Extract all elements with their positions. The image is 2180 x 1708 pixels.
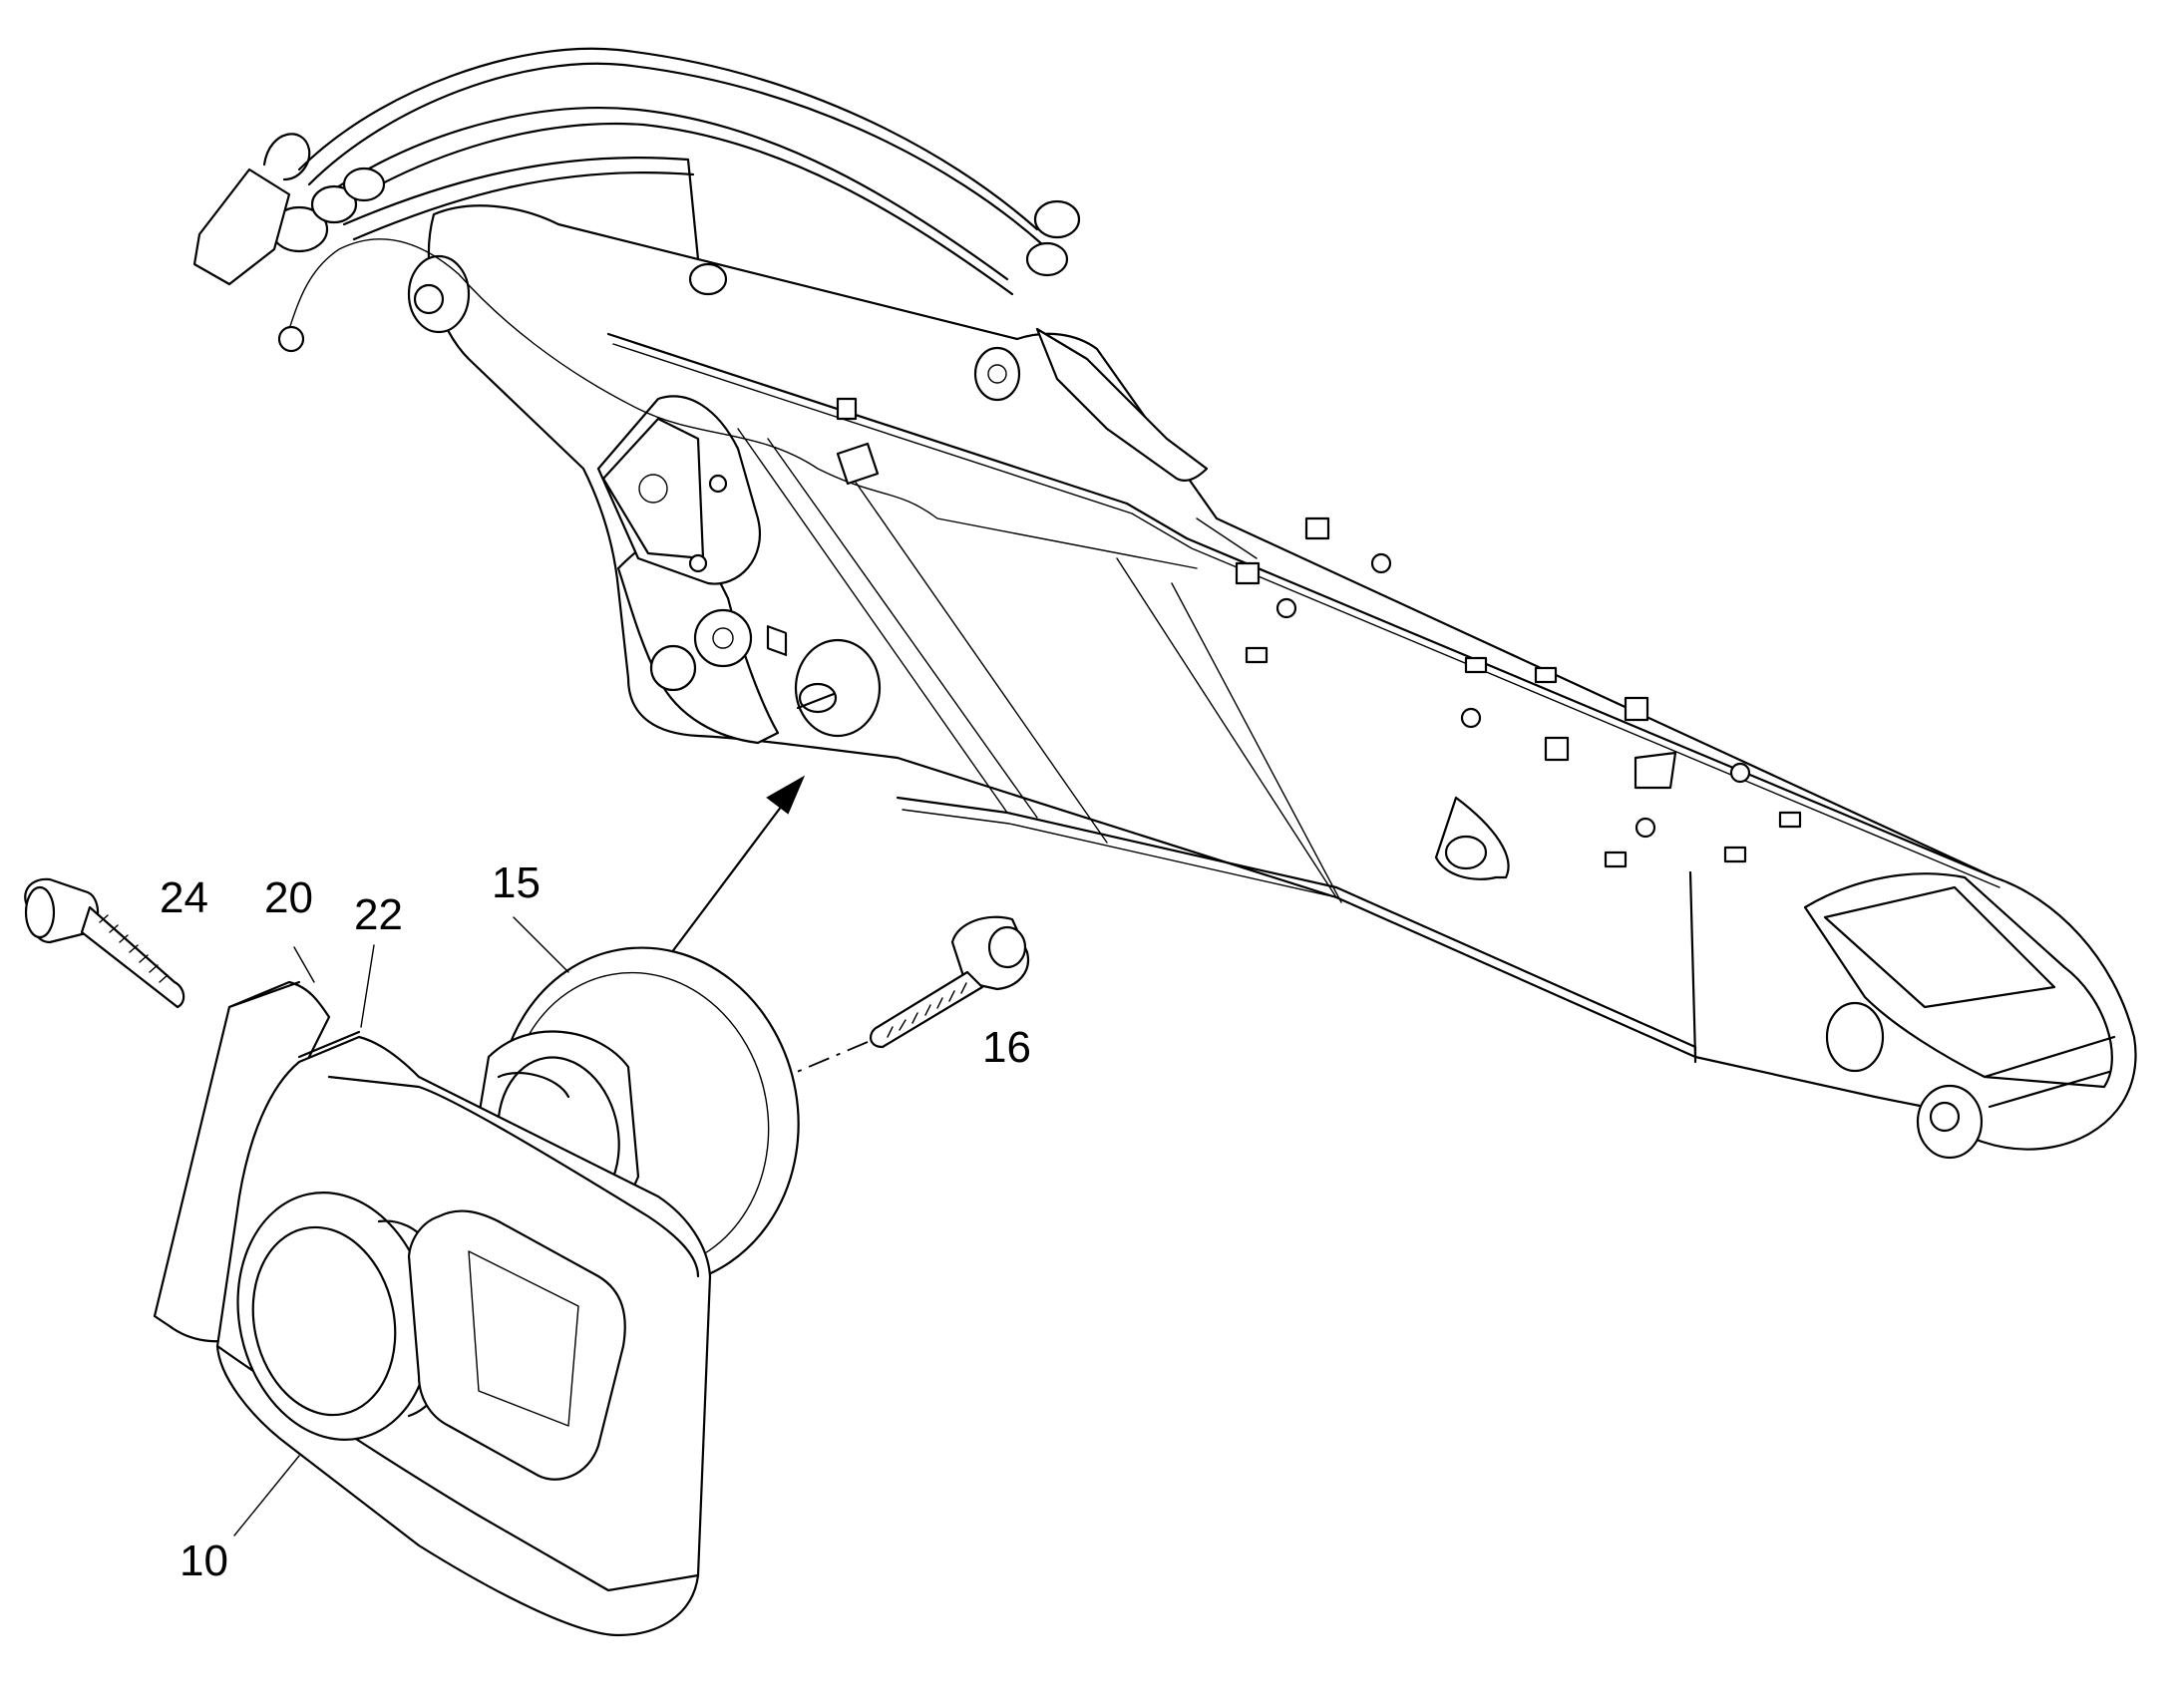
- clamp-7: [1245, 646, 1269, 664]
- clamp-12: [1534, 666, 1558, 684]
- boom-nose-cross-tube: [1983, 1035, 2116, 1109]
- hose-coupling-2: [1025, 241, 1069, 277]
- clamp-3: [1304, 516, 1330, 540]
- boom-seam-2: [767, 438, 1038, 819]
- sensor-plug: [277, 325, 305, 353]
- clamp-2: [836, 397, 858, 421]
- hose-coupling-5: [310, 184, 358, 224]
- arrow-shaft: [666, 796, 790, 959]
- clamp-8: [1604, 851, 1628, 868]
- hydraulic-hose-2: [307, 62, 1044, 246]
- clamp-16: [1635, 817, 1656, 839]
- block-10-bore-inner: [251, 1225, 397, 1417]
- part-16-bolt: [870, 915, 1030, 1049]
- clamp-13: [1460, 707, 1482, 729]
- clamp-17: [1729, 762, 1751, 784]
- boom-seam-4: [1116, 557, 1337, 898]
- sensor-connector: [836, 442, 880, 486]
- bolt-16-head-face: [987, 925, 1027, 969]
- arm-cylinder-bracket: [1035, 327, 1209, 483]
- callout-20: 20: [264, 873, 313, 922]
- leader-15: [513, 916, 569, 973]
- boom-seam-3: [842, 463, 1108, 844]
- hydraulic-hose-3: [317, 107, 1009, 281]
- hose-clamp-brackets: [766, 397, 1802, 868]
- foot-pin-hole: [649, 644, 697, 692]
- clamp-4: [1235, 561, 1261, 585]
- boom-seam-7: [1196, 517, 1258, 559]
- part-24-bolt: [24, 877, 185, 1009]
- clamp-11: [1464, 656, 1488, 674]
- hose-coupling-6: [342, 167, 386, 202]
- valve-handle: [262, 133, 311, 181]
- boom-seam-1: [737, 428, 1008, 814]
- clamp-10: [1778, 811, 1802, 829]
- assembly-direction-arrow: [666, 775, 806, 959]
- callout-24: 24: [160, 873, 208, 922]
- boom-top-edge: [606, 332, 1997, 879]
- lifting-eye-hole: [1444, 835, 1488, 870]
- foot-pin-boss: [693, 608, 753, 668]
- bolt-16-thread: [887, 982, 967, 1038]
- callout-16: 16: [982, 1023, 1031, 1072]
- boom-nose-pin-left: [1825, 1001, 1885, 1073]
- sensor-cable: [288, 238, 1198, 569]
- mount-bracket-bolt-1: [708, 474, 728, 494]
- boom-seam-6: [1688, 870, 1697, 1059]
- hydraulic-hose-6: [352, 171, 695, 241]
- hose-coupling-1: [1033, 199, 1081, 239]
- boom-seam-5: [1171, 582, 1342, 903]
- clamp-15: [1370, 552, 1392, 574]
- mount-bracket-face: [601, 417, 705, 560]
- clamp-6: [1544, 736, 1570, 762]
- leader-22: [360, 944, 375, 1028]
- block-10-window: [407, 1209, 626, 1481]
- bolt-24-head-face: [24, 885, 56, 939]
- flange-15-hub-edge: [497, 1072, 570, 1099]
- leader-10: [233, 1455, 300, 1537]
- clamp-14: [1275, 597, 1297, 619]
- boom-top-pivot-nut: [413, 283, 445, 315]
- callout-labels: 24 20 22 15 16 10: [160, 858, 1031, 1585]
- block-10-front-face-edge: [327, 1075, 700, 1278]
- leader-lines: [233, 916, 569, 1537]
- callout-22: 22: [354, 890, 403, 939]
- mount-bracket-hole: [638, 474, 668, 504]
- hydraulic-hose-1: [297, 47, 1039, 231]
- mount-bracket-bolt-2: [688, 553, 708, 573]
- boom-mount-stud-shaft: [796, 692, 836, 710]
- bolt-24-thread: [99, 914, 169, 983]
- boss-plate: [1634, 751, 1677, 790]
- arm-cylinder-pivot: [973, 346, 1021, 402]
- clamp-9: [1723, 846, 1747, 863]
- valve-block: [192, 168, 291, 286]
- clamp-5: [1624, 696, 1649, 722]
- hydraulic-hose-5: [342, 157, 700, 261]
- hose-coupling-3: [688, 262, 728, 296]
- hydraulic-hose-4: [327, 122, 1014, 296]
- arm-cylinder-pivot-pin: [987, 364, 1007, 384]
- arrow-head: [766, 775, 806, 815]
- boom-body-outline: [427, 204, 2137, 1151]
- block-10-window-inner: [468, 1250, 579, 1427]
- boom-mount-stud: [798, 682, 838, 714]
- clamp-1: [766, 625, 788, 656]
- boom-top-edge-inner: [612, 343, 2000, 888]
- shim-22-edge: [297, 1030, 361, 1059]
- boom-nose-slot: [1823, 885, 2056, 1009]
- bolt-24-shank: [80, 905, 185, 1009]
- callout-15: 15: [492, 858, 541, 907]
- foot-pin-boss-inner: [712, 627, 734, 649]
- callout-10: 10: [180, 1537, 228, 1585]
- boom-nose-grease-fitting: [1929, 1101, 1961, 1133]
- part-10-block: [215, 1035, 712, 1637]
- boom-assembly: [192, 47, 2137, 1160]
- boom-bottom-edge-inner: [902, 809, 1696, 1058]
- leader-20: [293, 946, 315, 983]
- plate-20-top-edge: [227, 980, 301, 1009]
